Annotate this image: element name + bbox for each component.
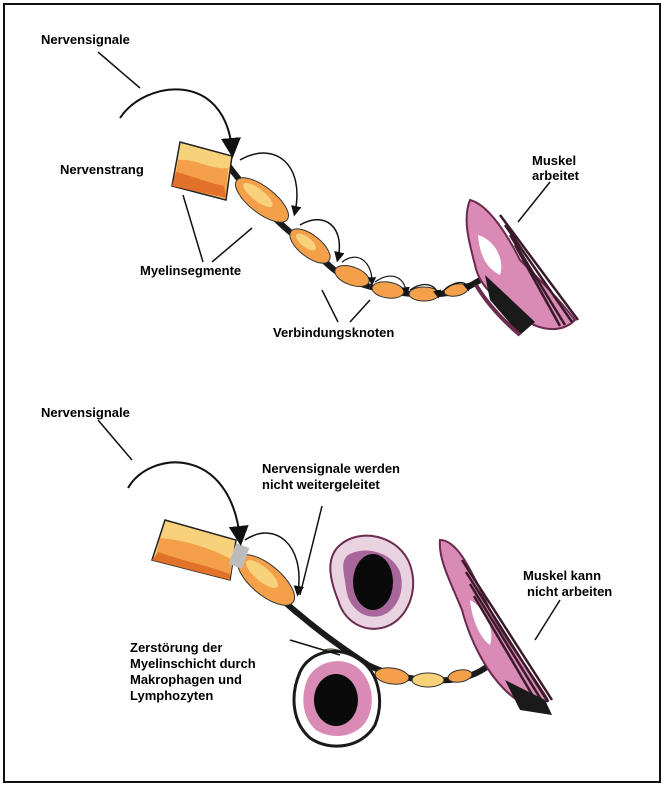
damage-label-2: Myelinschicht durch — [130, 656, 256, 671]
damage-label-4: Lymphozyten — [130, 688, 213, 703]
node-leader-line — [350, 300, 370, 322]
muscle-leader-line — [535, 600, 560, 640]
myelin-leader-line — [212, 228, 252, 262]
top-panel — [98, 52, 578, 335]
nerve-strand-bottom — [152, 520, 236, 580]
muscle-fails-label-1: Muskel kann — [523, 568, 601, 583]
signal-leader-line — [98, 52, 140, 88]
top-signals-label: Nervensignale — [41, 32, 130, 47]
damage-label-3: Makrophagen und — [130, 672, 242, 687]
signal-arrow-main — [120, 89, 232, 150]
muscle-fails-label-2: nicht arbeiten — [527, 584, 612, 599]
macrophage-cell-upper — [330, 536, 413, 629]
myelin-segments-top — [229, 170, 469, 301]
damage-label-1: Zerstörung der — [130, 640, 222, 655]
lymphocyte-cell-lower — [294, 651, 380, 746]
nerve-strand-top — [172, 142, 232, 200]
blocked-label-1: Nervensignale werden — [262, 461, 400, 476]
muscle-works-label-2: arbeitet — [532, 168, 579, 183]
myelin-segments-label: Myelinsegmente — [140, 263, 241, 278]
blocked-leader-line — [300, 506, 322, 595]
muscle-leader-line — [518, 182, 550, 222]
muscle-bottom — [440, 540, 552, 715]
bottom-signals-label: Nervensignale — [41, 405, 130, 420]
myelin-leader-line — [183, 195, 203, 262]
node-leader-line — [322, 290, 338, 322]
muscle-top — [467, 200, 578, 335]
nerve-strand-label: Nervenstrang — [60, 162, 144, 177]
signal-leader-line — [98, 420, 132, 460]
muscle-works-label-1: Muskel — [532, 153, 576, 168]
blocked-label-2: nicht weitergeleitet — [262, 477, 380, 492]
nodes-label: Verbindungsknoten — [273, 325, 394, 340]
